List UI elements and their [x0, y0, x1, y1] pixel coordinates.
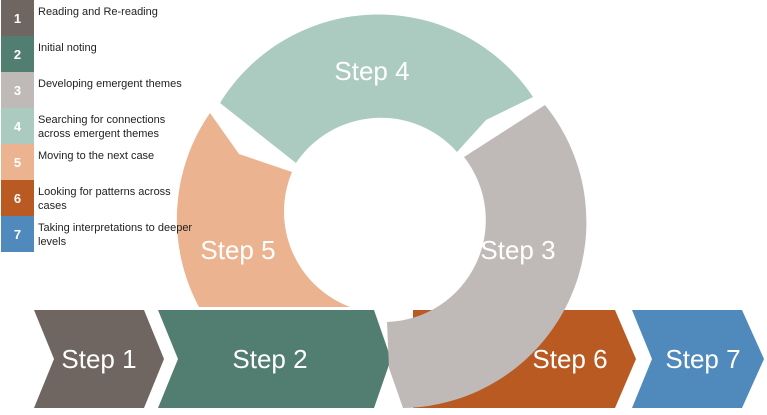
legend-item-5: 5 Moving to the next case	[0, 144, 200, 180]
step-1-label: Step 1	[61, 344, 136, 374]
legend-item-7: 7 Taking interpretations to deeper level…	[0, 216, 200, 252]
legend-item-3: 3 Developing emergent themes	[0, 72, 200, 108]
legend-number-1: 1	[1, 0, 34, 36]
step-3-segment	[387, 105, 587, 408]
legend-text-3: Developing emergent themes	[38, 78, 182, 90]
step-7-label: Step 7	[665, 344, 740, 374]
step-6-label: Step 6	[532, 344, 607, 374]
step-7-chevron	[632, 310, 764, 408]
legend-item-4: 4 Searching for connections across emerg…	[0, 108, 200, 144]
legend-text-5: Moving to the next case	[38, 150, 155, 162]
legend-item-6: 6 Looking for patterns across cases	[0, 180, 200, 216]
legend-text-1: Reading and Re-reading	[38, 6, 158, 18]
legend-item-1: 1 Reading and Re-reading	[0, 0, 200, 36]
legend-number-6: 6	[1, 180, 34, 216]
step-1-chevron	[34, 310, 164, 408]
legend-item-2: 2 Initial noting	[0, 36, 200, 72]
legend-number-3: 3	[1, 72, 34, 108]
step-2-label: Step 2	[232, 344, 307, 374]
step-3-label: Step 3	[480, 235, 555, 265]
step-2-chevron	[158, 310, 391, 408]
step-5-segment	[176, 113, 350, 307]
step-4-segment	[220, 14, 533, 163]
legend-text-6: Looking for patterns across cases	[38, 186, 171, 212]
legend-text-4: Searching for connections across emergen…	[38, 114, 166, 140]
legend-number-4: 4	[1, 108, 34, 144]
legend-number-2: 2	[1, 36, 34, 72]
step-5-label: Step 5	[200, 235, 275, 265]
legend-text-7: Taking interpretations to deeper levels	[38, 222, 193, 248]
legend-number-5: 5	[1, 144, 34, 180]
legend-text-2: Initial noting	[38, 42, 97, 54]
legend-number-7: 7	[1, 216, 34, 252]
step-4-label: Step 4	[334, 56, 409, 86]
